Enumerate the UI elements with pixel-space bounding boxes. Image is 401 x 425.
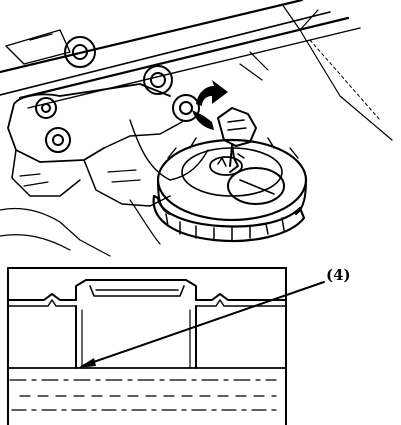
callout-label-4: (4) [326,266,351,284]
fuel-filler-cap-icon [152,137,308,243]
motorcycle-frame-illustration [0,0,393,257]
frame-bars [0,0,393,141]
filler-neck-cross-section [7,267,287,425]
curved-arrow-icon [192,80,228,130]
left-bracket [0,83,209,257]
frame-bolts [35,36,200,153]
callout-4-leader [78,281,325,368]
